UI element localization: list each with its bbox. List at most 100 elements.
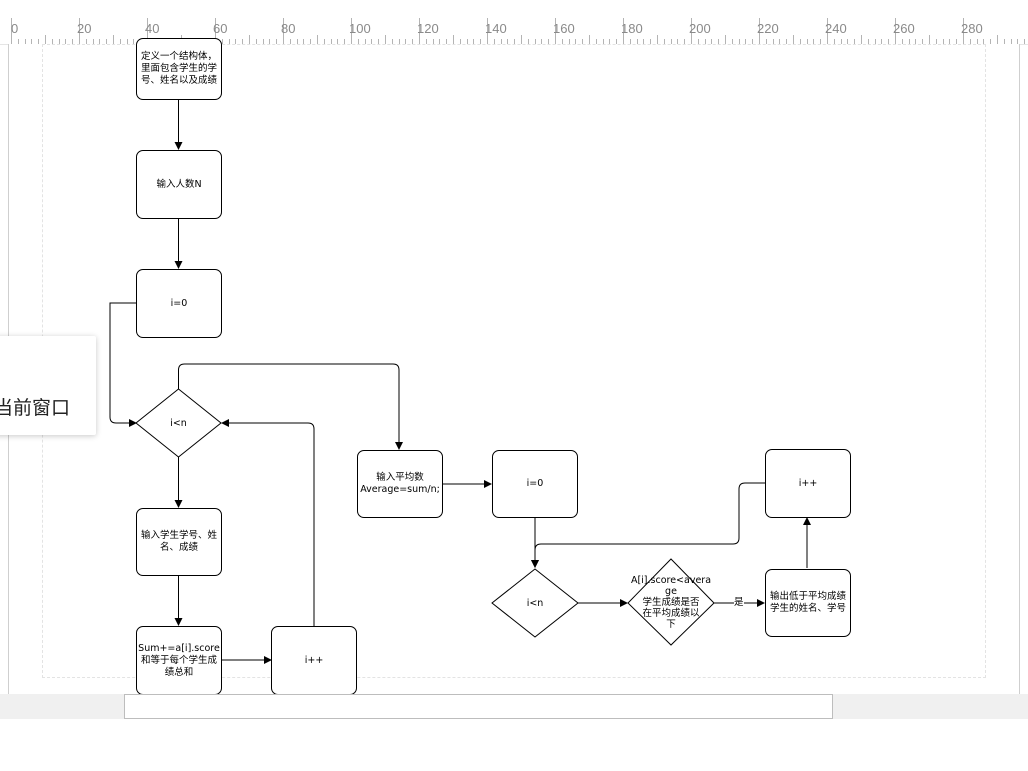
ruler-label: 40	[145, 21, 160, 36]
ruler-tick	[446, 39, 447, 44]
ruler-tick	[834, 39, 835, 44]
ruler-tick	[841, 39, 842, 44]
decision-compare-average[interactable]: A[i].score<avera ge 学生成绩是否 在平均成绩以 下	[630, 570, 712, 634]
process-output-below-average[interactable]: 输出低于平均成绩 学生的姓名、学号	[765, 569, 851, 637]
ruler-label: 180	[621, 21, 643, 36]
ruler-tick	[405, 39, 406, 44]
ruler-tick	[745, 39, 746, 44]
node-label: 输入人数N	[156, 178, 202, 190]
decision-loop-first[interactable]: i<n	[146, 400, 211, 446]
ruler-label: 240	[825, 21, 847, 36]
ruler-tick	[793, 35, 794, 44]
edge-increment-to-loop	[221, 419, 315, 626]
ruler-tick	[72, 39, 73, 44]
ruler-label: 160	[553, 21, 575, 36]
ruler-tick	[215, 18, 216, 44]
ruler-tick	[93, 39, 94, 44]
ruler-tick	[820, 39, 821, 44]
window-popup-card[interactable]: 当前窗口	[0, 336, 96, 435]
process-increment-first[interactable]: i++	[271, 626, 357, 695]
ruler-tick	[888, 39, 889, 44]
process-define-struct[interactable]: 定义一个结构体， 里面包含学生的学 号、姓名以及成绩	[136, 38, 222, 100]
process-input-student[interactable]: 输入学生学号、姓 名、成绩	[136, 508, 222, 576]
ruler-tick	[1024, 39, 1025, 44]
ruler-tick	[433, 39, 434, 44]
ruler-tick	[337, 39, 338, 44]
ruler-tick	[650, 39, 651, 44]
ruler-tick	[582, 39, 583, 44]
ruler-tick	[725, 35, 726, 44]
ruler-tick	[922, 39, 923, 44]
ruler-tick	[473, 39, 474, 44]
ruler-tick	[317, 35, 318, 44]
ruler-tick	[1011, 39, 1012, 44]
ruler-tick	[711, 39, 712, 44]
diamond-compare	[627, 558, 715, 646]
ruler-tick	[875, 39, 876, 44]
ruler-label: 140	[485, 21, 507, 36]
ruler-tick	[963, 18, 964, 44]
ruler-tick	[235, 39, 236, 44]
ruler-tick	[521, 35, 522, 44]
process-sum-scores[interactable]: Sum+=a[i].score 和等于每个学生成 绩总和	[136, 626, 222, 695]
ruler-tick	[358, 39, 359, 44]
ruler-tick	[657, 35, 658, 44]
ruler-tick	[603, 39, 604, 44]
ruler-tick	[555, 18, 556, 44]
ruler-tick	[25, 39, 26, 44]
ruler-tick	[494, 39, 495, 44]
ruler-tick	[739, 39, 740, 44]
ruler-tick	[813, 39, 814, 44]
ruler-tick	[759, 18, 760, 44]
ruler-tick	[297, 39, 298, 44]
horizontal-scrollbar[interactable]	[124, 694, 833, 719]
ruler-tick	[970, 39, 971, 44]
ruler-tick	[385, 35, 386, 44]
ruler-tick	[786, 39, 787, 44]
process-input-count[interactable]: 输入人数N	[136, 150, 222, 219]
ruler-tick	[983, 39, 984, 44]
ruler-tick	[324, 39, 325, 44]
process-init-i-first[interactable]: i=0	[136, 269, 222, 338]
ruler-tick	[222, 39, 223, 44]
ruler-tick	[929, 35, 930, 44]
decision-loop-second[interactable]: i<n	[503, 581, 567, 625]
ruler-tick	[52, 39, 53, 44]
ruler-tick	[643, 39, 644, 44]
ruler-tick	[18, 39, 19, 44]
ruler-tick	[609, 39, 610, 44]
ruler-tick	[949, 39, 950, 44]
ruler-tick	[902, 39, 903, 44]
node-label: 输入平均数 Average=sum/n;	[360, 472, 440, 495]
process-increment-second[interactable]: i++	[765, 449, 851, 518]
ruler-tick	[276, 39, 277, 44]
ruler-tick	[59, 39, 60, 44]
ruler-tick	[65, 39, 66, 44]
process-input-average[interactable]: 输入平均数 Average=sum/n;	[357, 450, 443, 518]
ruler-tick	[956, 39, 957, 44]
ruler-tick	[229, 39, 230, 44]
ruler-tick	[344, 39, 345, 44]
ruler-tick	[514, 39, 515, 44]
ruler-tick	[548, 39, 549, 44]
ruler-tick	[79, 18, 80, 44]
ruler-tick	[99, 39, 100, 44]
edge-init-to-loop	[109, 302, 137, 427]
ruler-tick	[827, 18, 828, 44]
ruler-tick	[528, 39, 529, 44]
ruler-tick	[766, 39, 767, 44]
node-label: 输出低于平均成绩 学生的姓名、学号	[769, 591, 846, 614]
ruler-tick	[290, 39, 291, 44]
ruler-tick	[310, 39, 311, 44]
ruler-tick	[943, 39, 944, 44]
ruler-tick	[399, 39, 400, 44]
node-label: i++	[798, 477, 818, 489]
ruler-tick	[507, 39, 508, 44]
ruler-tick	[718, 39, 719, 44]
ruler-tick	[269, 39, 270, 44]
ruler-tick	[800, 39, 801, 44]
process-init-i-second[interactable]: i=0	[492, 450, 578, 518]
ruler-tick	[392, 39, 393, 44]
ruler-tick	[127, 39, 128, 44]
ruler-tick	[378, 39, 379, 44]
